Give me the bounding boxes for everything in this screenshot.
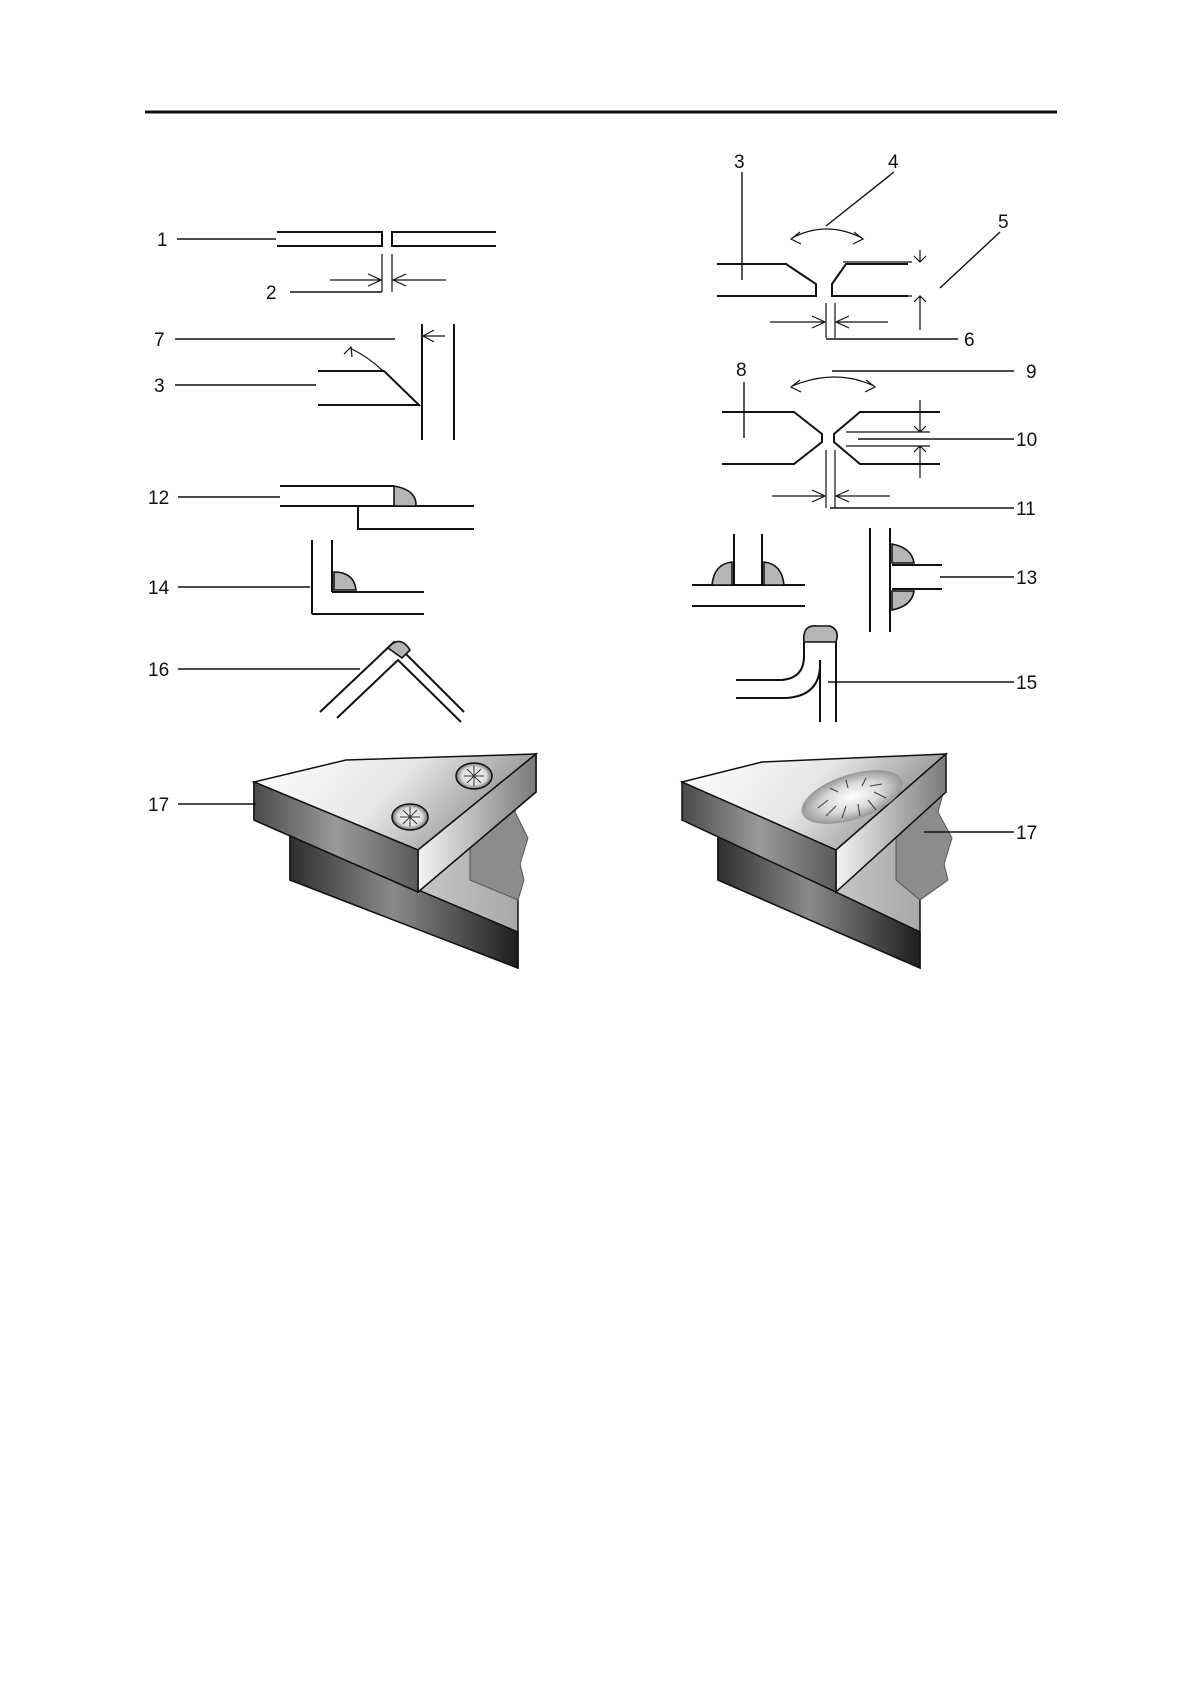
starburst-circle-icon xyxy=(456,763,492,789)
label-3-left: 3 xyxy=(154,376,165,397)
label-17-right: 17 xyxy=(1016,823,1037,844)
outside-corner-joint xyxy=(320,641,464,722)
leader-4 xyxy=(826,172,894,226)
single-v-butt-joint xyxy=(717,229,926,338)
leader-5 xyxy=(940,232,1000,288)
label-10: 10 xyxy=(1016,430,1037,451)
flange-edge-joint xyxy=(736,626,837,722)
label-15: 15 xyxy=(1016,673,1037,694)
double-v-butt-joint xyxy=(722,377,940,508)
vertical-double-fillet-joint xyxy=(870,528,942,632)
label-14: 14 xyxy=(148,578,170,599)
label-11: 11 xyxy=(1016,499,1036,520)
label-2: 2 xyxy=(266,283,277,304)
bevel-t-joint xyxy=(318,324,454,440)
corner-fillet-joint xyxy=(312,540,424,614)
label-6: 6 xyxy=(964,330,975,351)
label-4: 4 xyxy=(888,152,899,173)
label-13: 13 xyxy=(1016,568,1037,589)
label-3-right: 3 xyxy=(734,152,745,173)
double-fillet-t-joint xyxy=(692,534,805,606)
label-5: 5 xyxy=(998,212,1009,233)
label-12: 12 xyxy=(148,488,169,509)
seam-weld-3d xyxy=(682,754,952,968)
label-7: 7 xyxy=(154,330,165,351)
label-17-left: 17 xyxy=(148,795,169,816)
starburst-circle-icon xyxy=(392,804,428,830)
label-9: 9 xyxy=(1026,362,1037,383)
lap-joint xyxy=(280,486,474,529)
butt-joint-square xyxy=(277,232,496,292)
spot-weld-3d xyxy=(254,754,536,968)
label-8: 8 xyxy=(736,360,747,381)
label-16: 16 xyxy=(148,660,169,681)
label-1: 1 xyxy=(157,230,168,251)
